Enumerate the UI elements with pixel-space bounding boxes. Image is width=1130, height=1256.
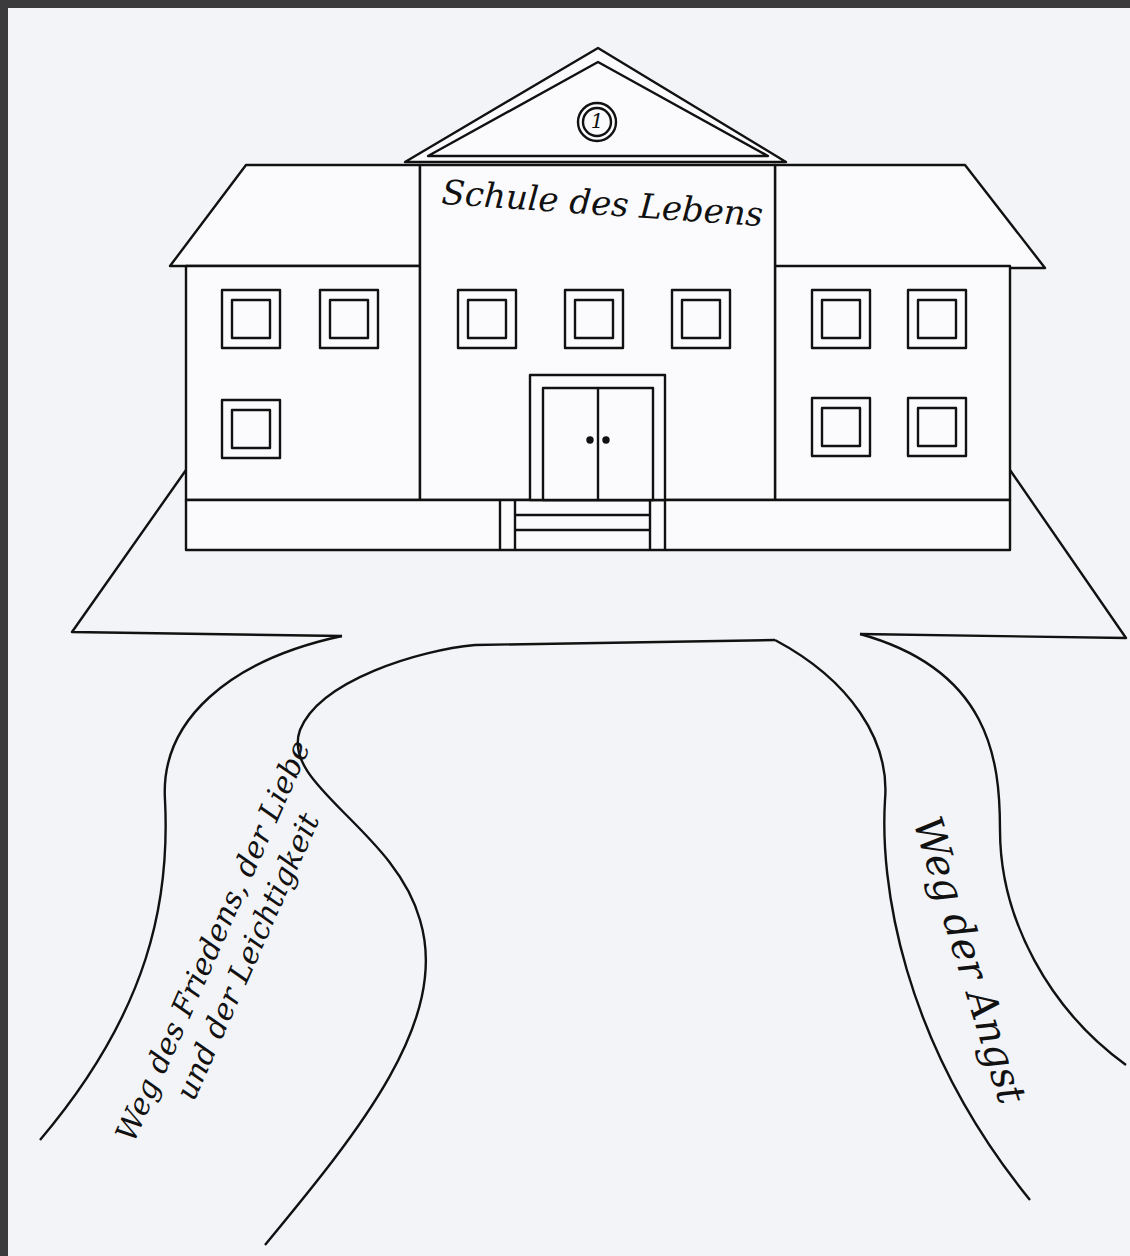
path-name: Weg der Angst bbox=[885, 752, 1056, 1168]
path-band: Weg des Friedens, der Liebe und der Leic… bbox=[30, 630, 480, 1256]
school-building: Schule des Lebens1 bbox=[165, 40, 1050, 555]
drawing-area: Schule des Lebens1Weg des Friedens, der … bbox=[8, 8, 1130, 1256]
clock-number: 1 bbox=[577, 109, 617, 134]
path-band: Weg der Angst bbox=[770, 630, 1130, 1256]
school-building-outline bbox=[165, 40, 1050, 555]
paper-sheet: Schule des Lebens1Weg des Friedens, der … bbox=[8, 8, 1130, 1256]
path-name: Weg des Friedens, der Liebe und der Leic… bbox=[96, 709, 364, 1187]
clock-circle: 1 bbox=[577, 102, 617, 142]
